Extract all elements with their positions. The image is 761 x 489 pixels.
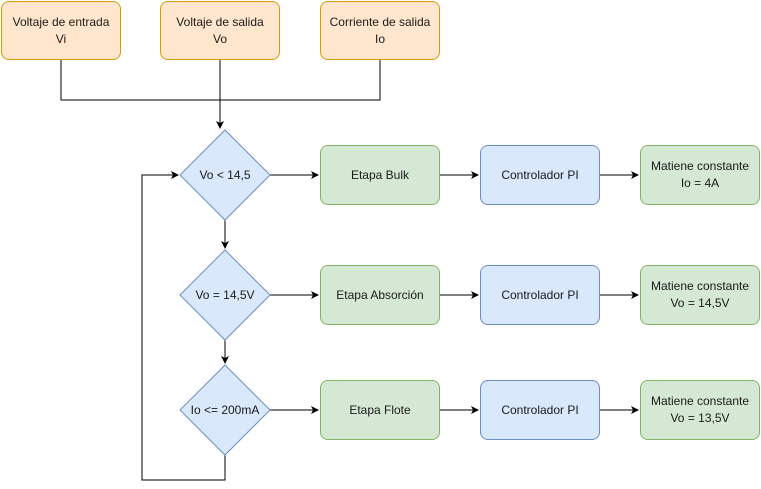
input-symbol: Vo <box>212 31 227 46</box>
input-label: Voltaje de entrada <box>12 14 110 29</box>
result-value: Io = 4A <box>680 176 720 190</box>
stage-absorcion: Etapa Absorción <box>320 265 440 325</box>
result-value: Vo = 14,5V <box>670 296 730 310</box>
result-1: Matiene constante Io = 4A <box>640 145 760 205</box>
result-2: Matiene constante Vo = 14,5V <box>640 265 760 325</box>
controller-label: Controlador PI <box>501 287 579 302</box>
edge-vi-merge <box>60 60 220 101</box>
controller-pi-3: Controlador PI <box>480 380 600 440</box>
controller-pi-2: Controlador PI <box>480 265 600 325</box>
decision-label-3: Io <= 200mA <box>190 403 260 417</box>
input-symbol: Io <box>374 31 385 46</box>
decision-diamond-3 <box>179 364 271 456</box>
input-label: Corriente de salida <box>329 14 431 29</box>
result-label: Matiene constante <box>650 394 750 408</box>
edge-io-merge <box>220 60 381 101</box>
stage-flote: Etapa Flote <box>320 380 440 440</box>
input-voltaje-entrada: Voltaje de entrada Vi <box>1 1 121 60</box>
result-value: Vo = 13,5V <box>670 411 730 425</box>
stage-label: Etapa Absorción <box>336 287 424 302</box>
input-corriente-salida: Corriente de salida Io <box>320 1 440 60</box>
controller-pi-1: Controlador PI <box>480 145 600 205</box>
input-symbol: Vi <box>55 31 67 46</box>
stage-label: Etapa Flote <box>349 402 411 417</box>
decision-diamond-1 <box>179 129 271 221</box>
input-voltaje-salida: Voltaje de salida Vo <box>160 1 280 60</box>
edge-loop-back <box>141 171 226 481</box>
decision-label-2: Vo = 14,5V <box>195 288 255 302</box>
stage-bulk: Etapa Bulk <box>320 145 440 205</box>
decision-label-1: Vo < 14,5 <box>199 168 251 182</box>
input-label: Voltaje de salida <box>176 14 264 29</box>
result-label: Matiene constante <box>650 279 750 293</box>
result-3: Matiene constante Vo = 13,5V <box>640 380 760 440</box>
stage-label: Etapa Bulk <box>350 167 410 182</box>
decision-diamond-2 <box>179 249 271 341</box>
controller-label: Controlador PI <box>501 402 579 417</box>
result-label: Matiene constante <box>650 159 750 173</box>
controller-label: Controlador PI <box>501 167 579 182</box>
